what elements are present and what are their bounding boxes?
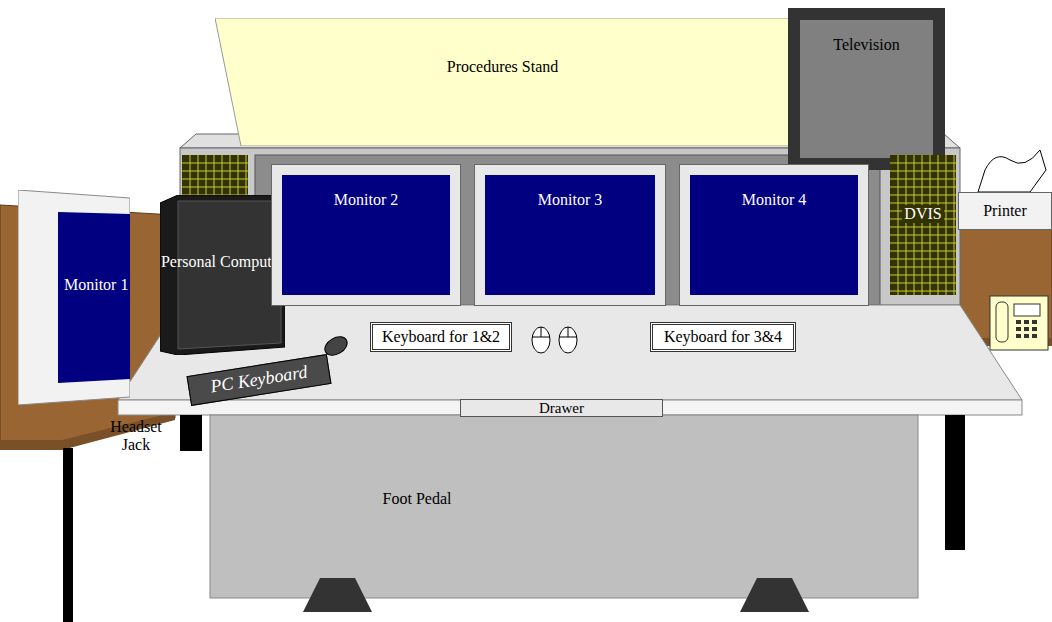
computer-case: [160, 195, 285, 355]
printer-paper: [978, 150, 1046, 192]
desk-underside: [210, 415, 918, 598]
desk-leg: [945, 415, 965, 550]
dvis-panel: DVIS: [890, 155, 956, 295]
node-text: Keyboard for 1&2: [382, 328, 500, 346]
console-body: [180, 148, 960, 305]
telephone-handset: [996, 302, 1008, 342]
television: Television: [788, 8, 945, 170]
node-text: Printer: [983, 202, 1027, 220]
part-label: Foot Pedal: [372, 490, 462, 508]
mouse: [559, 327, 577, 353]
drawer: Drawer: [460, 399, 663, 417]
part-label: Headset Jack: [96, 418, 176, 453]
node-text: Monitor 1: [64, 276, 128, 294]
keyboard: Keyboard for 1&2: [370, 322, 512, 352]
telephone: [990, 296, 1048, 350]
node-text: Monitor 2: [334, 191, 398, 209]
monitor-screen: Monitor 2: [272, 165, 460, 305]
telephone-keys: [1016, 320, 1037, 338]
table-leg: [63, 448, 73, 622]
node-text: DVIS: [902, 205, 943, 223]
node-text: Monitor 4: [742, 191, 806, 209]
node-text: Procedures Stand: [447, 58, 559, 76]
mouse: [532, 327, 550, 353]
foot-pedal: [740, 578, 809, 612]
procedures-stand: Procedures Stand: [215, 18, 790, 146]
node-text: Personal Computer: [161, 253, 284, 271]
monitor-screen: Monitor 4: [680, 165, 868, 305]
desk-leg: [180, 415, 202, 451]
node-text: Television: [833, 36, 899, 54]
printer: Printer: [958, 192, 1052, 230]
stand-outline: [215, 18, 790, 146]
foot-pedal: [303, 578, 372, 612]
monitor-side: Monitor 1: [18, 190, 130, 405]
grid-panel: [890, 155, 956, 295]
telephone-display: [1014, 304, 1040, 316]
monitor-outline: [18, 190, 130, 405]
keyboard: Keyboard for 3&4: [650, 322, 796, 352]
personal-computer: Personal Computer: [160, 195, 285, 355]
node-text: Monitor 3: [538, 191, 602, 209]
monitor-screen: Monitor 3: [475, 165, 665, 305]
node-text: Keyboard for 3&4: [664, 328, 782, 346]
console-bezel: [255, 155, 880, 305]
node-text: Drawer: [539, 400, 584, 417]
